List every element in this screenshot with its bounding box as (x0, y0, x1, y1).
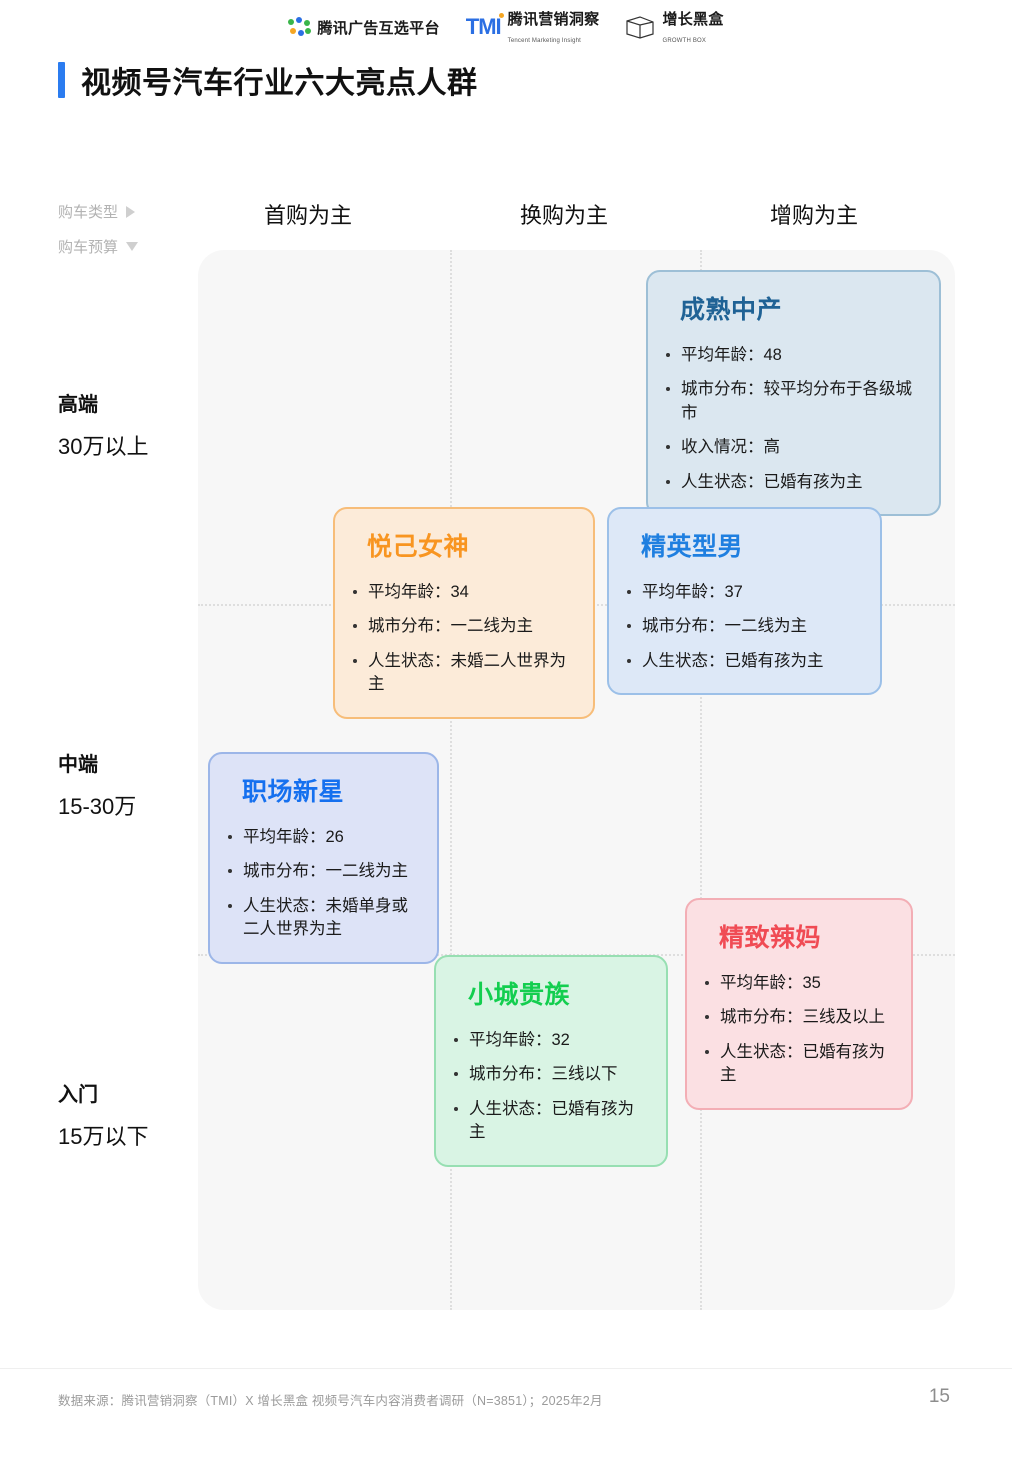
vertical-gridline-2 (700, 250, 702, 1310)
bullet-dot-icon (228, 903, 232, 908)
x-axis-caption: 购车类型 (58, 201, 136, 222)
arrow-down-icon (126, 242, 139, 251)
persona-bullet: 城市分布：一二线为主 (627, 615, 862, 638)
y-axis-caption-text: 购车预算 (58, 239, 119, 256)
bullet-dot-icon (353, 624, 357, 629)
persona-bullet-list: 平均年龄：48 城市分布：较平均分布于各级城市 收入情况：高 人生状态：已婚有孩… (666, 344, 921, 494)
bullet-dot-icon (705, 1049, 709, 1054)
row-label-entry-level-range: 15万以下 (58, 1124, 149, 1149)
bullet-dot-icon (666, 445, 670, 450)
persona-bullet: 城市分布：一二线为主 (353, 615, 575, 638)
persona-bullet: 城市分布：一二线为主 (228, 860, 419, 883)
growth-box-sublabel: GROWTH BOX (662, 37, 707, 44)
row-label-entry-level: 入门 15万以下 (58, 1078, 148, 1151)
row-label-mid-range-range: 15-30万 (58, 794, 137, 819)
bullet-dot-icon (705, 1015, 709, 1020)
persona-bullet: 人生状态：未婚二人世界为主 (353, 650, 575, 697)
arrow-right-icon (126, 205, 136, 218)
persona-bullet: 人生状态：未婚单身或二人世界为主 (228, 895, 419, 942)
bullet-dot-icon (627, 624, 631, 629)
row-label-high-end: 高端 30万以上 (58, 388, 148, 461)
bullet-dot-icon (627, 658, 631, 663)
persona-title: 职场新星 (242, 778, 345, 806)
x-axis-caption-text: 购车类型 (58, 204, 119, 221)
row-label-mid-range: 中端 15-30万 (58, 748, 136, 821)
bullet-dot-icon (454, 1072, 458, 1077)
footer-divider (0, 1368, 1012, 1369)
persona-card-mature-middle-class[interactable]: 成熟中产 平均年龄：48 城市分布：较平均分布于各级城市 收入情况：高 人生状态… (646, 270, 941, 517)
persona-bullet: 人生状态：已婚有孩为主 (627, 650, 862, 673)
persona-bullet-list: 平均年龄：26 城市分布：一二线为主 人生状态：未婚单身或二人世界为主 (228, 826, 419, 942)
tmi-label: 腾讯营销洞察 (507, 10, 600, 28)
bullet-dot-icon (705, 981, 709, 985)
persona-bullet: 平均年龄：34 (353, 581, 575, 604)
persona-card-small-town-noble[interactable]: 小城贵族 平均年龄：32 城市分布：三线以下 人生状态：已婚有孩为主 (434, 955, 668, 1167)
persona-bullet: 收入情况：高 (666, 436, 921, 459)
persona-bullet: 人生状态：已婚有孩为主 (666, 471, 921, 494)
growth-box-label: 增长黑盒 (662, 10, 724, 28)
persona-bullet-list: 平均年龄：35 城市分布：三线及以上 人生状态：已婚有孩为主 (705, 972, 893, 1088)
persona-bullet: 城市分布：三线以下 (454, 1063, 648, 1086)
row-label-high-end-range: 30万以上 (58, 434, 149, 459)
bullet-dot-icon (627, 590, 631, 594)
persona-title: 精英型男 (641, 533, 744, 561)
page-title: 视频号汽车行业六大亮点人群 (58, 58, 478, 102)
persona-title: 成熟中产 (680, 296, 783, 324)
persona-bullet: 人生状态：已婚有孩为主 (705, 1041, 893, 1088)
row-label-high-end-name: 高端 (58, 394, 98, 416)
vertical-gridline-1 (450, 250, 452, 1310)
persona-card-refined-hot-mom[interactable]: 精致辣妈 平均年龄：35 城市分布：三线及以上 人生状态：已婚有孩为主 (685, 898, 913, 1110)
matrix-plot-area: 成熟中产 平均年龄：48 城市分布：较平均分布于各级城市 收入情况：高 人生状态… (198, 250, 955, 1310)
tmi-label-group: 腾讯营销洞察 Tencent Marketing Insight (508, 8, 600, 47)
title-text: 视频号汽车行业六大亮点人群 (81, 67, 478, 100)
persona-title: 悦己女神 (367, 533, 470, 561)
title-accent-bar (58, 62, 65, 98)
growth-box-logo: 增长黑盒 GROWTH BOX (625, 8, 723, 47)
tencent-ads-dots-icon (288, 17, 312, 37)
column-header-replacement-purchase: 换购为主 (520, 203, 609, 228)
source-note: 数据来源：腾讯营销洞察（TMI）X 增长黑盒 视频号汽车内容消费者调研（N=38… (58, 1394, 603, 1408)
row-label-mid-range-name: 中端 (58, 754, 98, 776)
persona-bullet: 城市分布：三线及以上 (705, 1006, 893, 1029)
persona-bullet: 平均年龄：37 (627, 581, 862, 604)
bullet-dot-icon (454, 1038, 458, 1042)
persona-card-self-pleasing-goddess[interactable]: 悦己女神 平均年龄：34 城市分布：一二线为主 人生状态：未婚二人世界为主 (333, 507, 595, 719)
column-header-additional-purchase: 增购为主 (770, 203, 859, 228)
persona-bullet: 城市分布：较平均分布于各级城市 (666, 378, 921, 425)
bullet-dot-icon (353, 658, 357, 663)
persona-title: 小城贵族 (468, 981, 571, 1009)
tencent-ads-logo: 腾讯广告互选平台 (288, 17, 439, 38)
bullet-dot-icon (454, 1106, 458, 1111)
bullet-dot-icon (353, 590, 357, 594)
persona-bullet-list: 平均年龄：37 城市分布：一二线为主 人生状态：已婚有孩为主 (627, 581, 862, 673)
persona-card-workplace-rising-star[interactable]: 职场新星 平均年龄：26 城市分布：一二线为主 人生状态：未婚单身或二人世界为主 (208, 752, 439, 964)
bullet-dot-icon (666, 353, 670, 357)
column-header-first-purchase: 首购为主 (264, 203, 353, 228)
persona-title: 精致辣妈 (719, 924, 822, 952)
tmi-icon: TMI (466, 13, 504, 40)
row-label-entry-level-name: 入门 (58, 1084, 98, 1106)
growth-box-icon (626, 16, 655, 39)
persona-bullet-list: 平均年龄：32 城市分布：三线以下 人生状态：已婚有孩为主 (454, 1029, 648, 1145)
persona-bullet: 平均年龄：35 (705, 972, 893, 995)
y-axis-caption: 购车预算 (58, 236, 139, 257)
brand-logo-bar: 腾讯广告互选平台 TMI 腾讯营销洞察 Tencent Marketing In… (0, 10, 1012, 44)
bullet-dot-icon (666, 387, 670, 392)
persona-bullet: 平均年龄：32 (454, 1029, 648, 1052)
tencent-ads-label: 腾讯广告互选平台 (317, 19, 440, 37)
persona-bullet: 平均年龄：48 (666, 344, 921, 367)
tmi-sublabel: Tencent Marketing Insight (507, 37, 582, 44)
bullet-dot-icon (666, 479, 670, 484)
page-number: 15 (928, 1386, 950, 1407)
persona-card-elite-male[interactable]: 精英型男 平均年龄：37 城市分布：一二线为主 人生状态：已婚有孩为主 (607, 507, 882, 696)
persona-bullet-list: 平均年龄：34 城市分布：一二线为主 人生状态：未婚二人世界为主 (353, 581, 575, 697)
tmi-logo: TMI 腾讯营销洞察 Tencent Marketing Insight (466, 8, 600, 47)
persona-bullet: 平均年龄：26 (228, 826, 419, 849)
growth-box-label-group: 增长黑盒 GROWTH BOX (662, 8, 723, 47)
persona-bullet: 人生状态：已婚有孩为主 (454, 1098, 648, 1145)
bullet-dot-icon (228, 835, 232, 839)
bullet-dot-icon (228, 869, 232, 874)
